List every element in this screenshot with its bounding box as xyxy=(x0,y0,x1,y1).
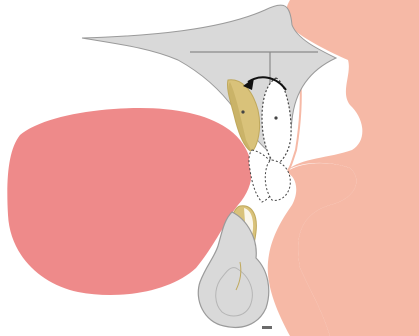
ghost-center-dot-icon xyxy=(274,116,277,119)
scale-mark-icon xyxy=(262,326,272,329)
incisor-center-dot-icon xyxy=(241,110,244,113)
